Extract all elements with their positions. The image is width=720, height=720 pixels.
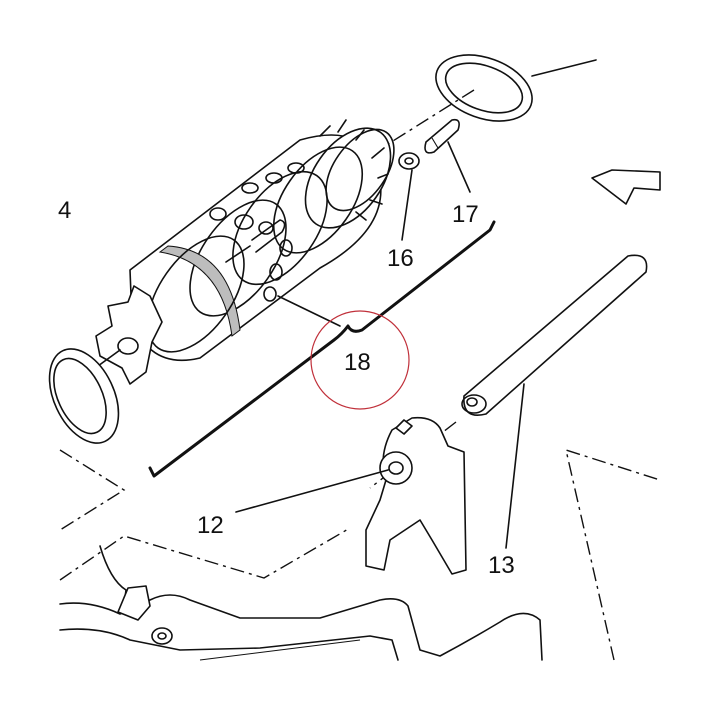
label-18: 18 (344, 349, 371, 376)
washer-part-16 (398, 152, 420, 241)
dashed-outline-left (59, 449, 126, 531)
arrow-indicator-icon (591, 169, 661, 205)
top-ring-part (435, 54, 597, 122)
shift-fork-part-12 (235, 416, 467, 575)
leader-line-18 (277, 295, 341, 327)
pin-part-17 (424, 118, 471, 193)
rod-part-13 (461, 254, 648, 549)
axis-line-top (384, 89, 475, 147)
dashed-outline-bottom (59, 527, 351, 581)
label-4: 4 (58, 197, 71, 224)
left-ring-part (48, 348, 120, 444)
label-16: 16 (387, 245, 414, 272)
dashed-outline-right (565, 448, 661, 661)
bracket-line-18 (148, 220, 496, 478)
shift-drum-part (75, 119, 395, 385)
highlight-circle (310, 310, 410, 410)
label-17: 17 (452, 201, 479, 228)
housing-part (59, 545, 543, 661)
label-13: 13 (488, 552, 515, 579)
label-12: 12 (197, 512, 224, 539)
